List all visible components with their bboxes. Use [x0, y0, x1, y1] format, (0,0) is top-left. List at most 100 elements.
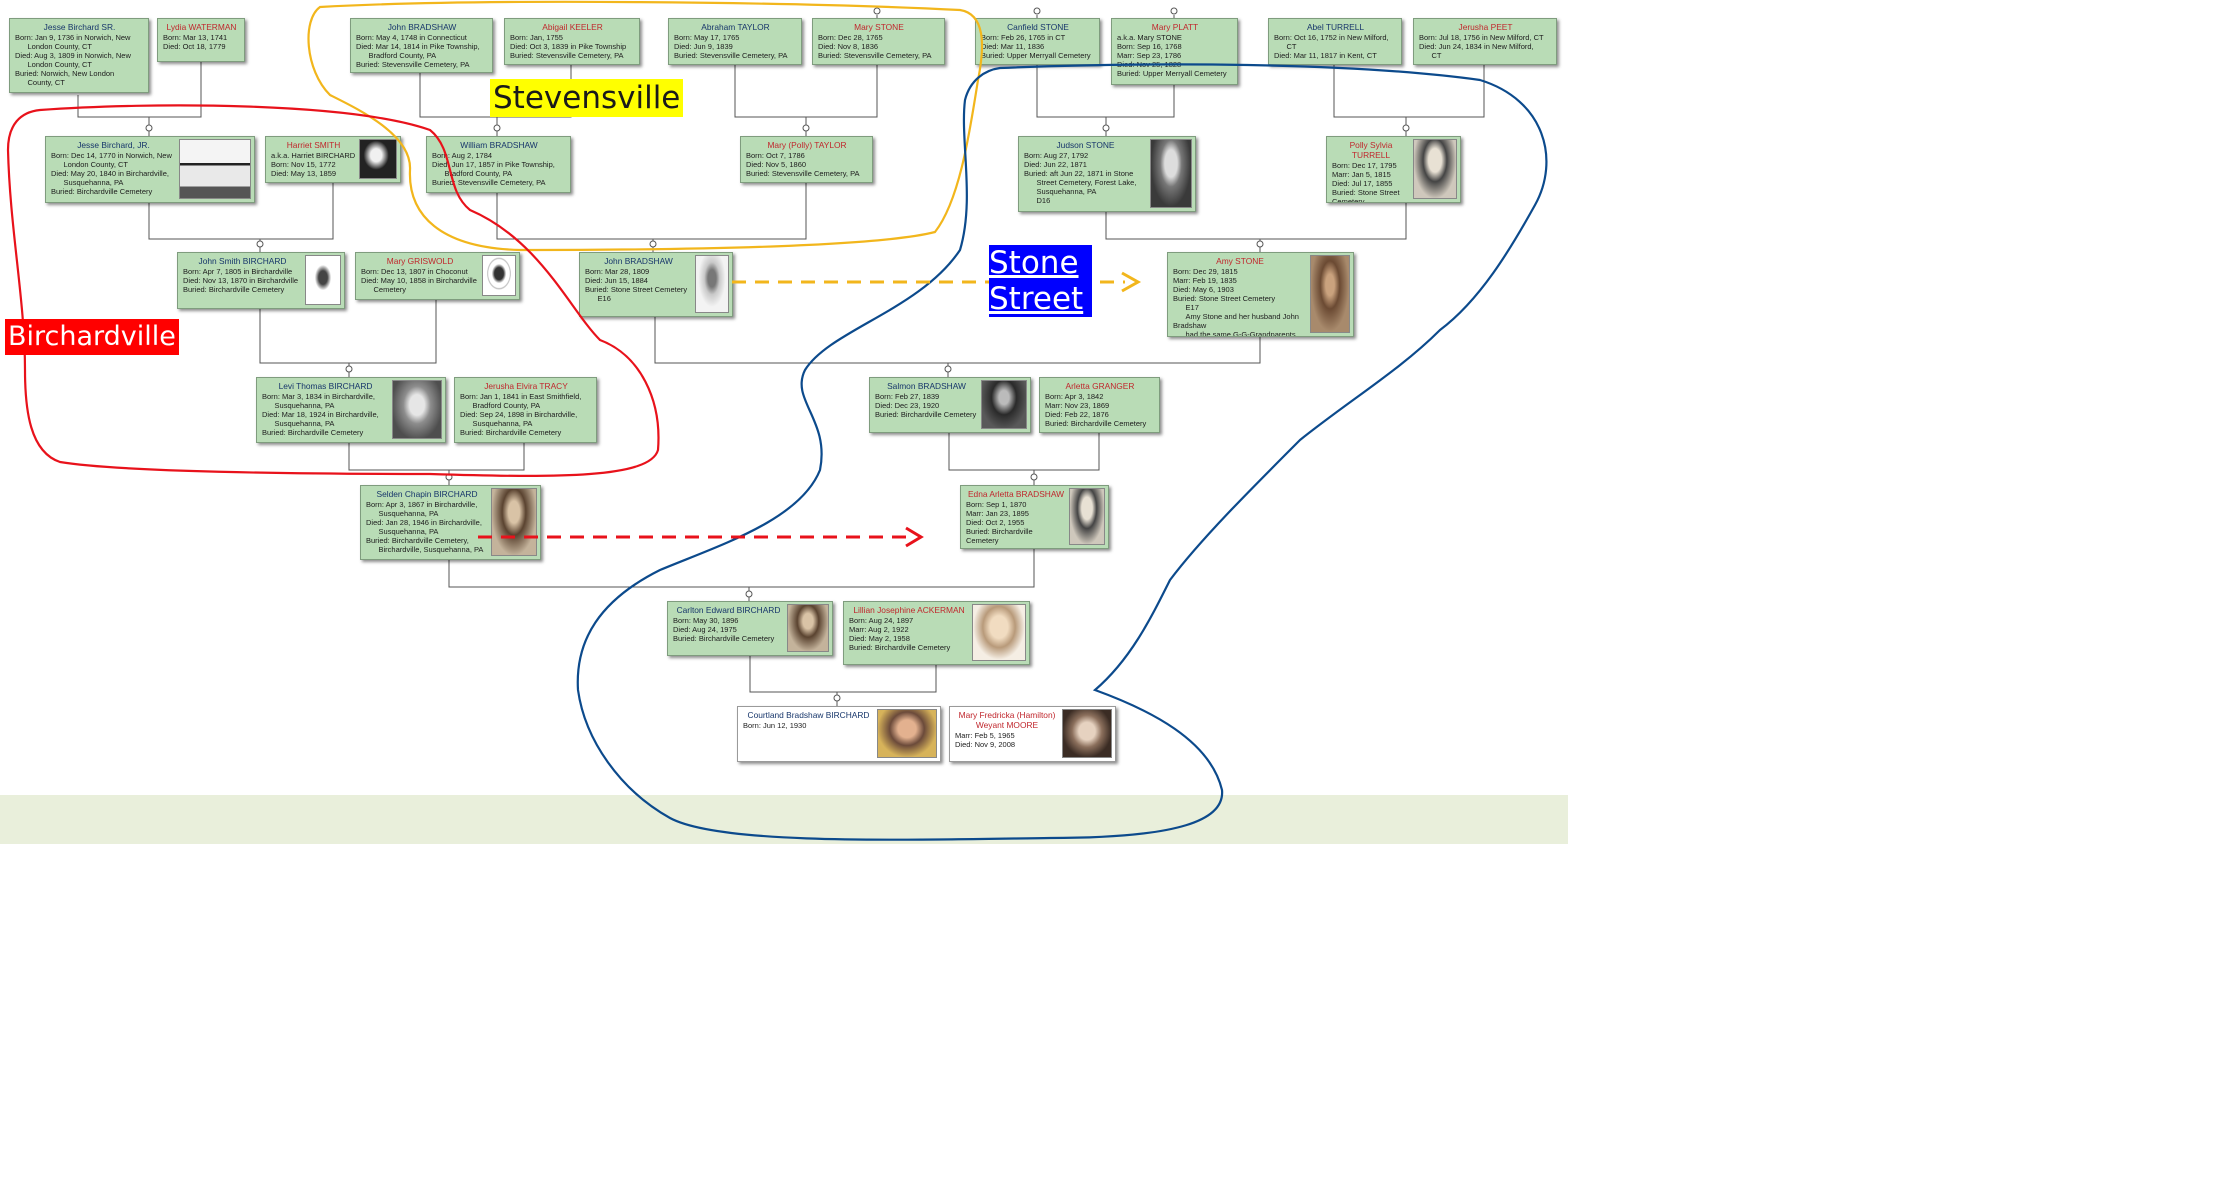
person-photo: [695, 255, 729, 313]
person-photo: [1069, 488, 1105, 545]
person-name: Levi Thomas BIRCHARD: [278, 381, 373, 391]
person-photo: [1310, 255, 1350, 333]
person-name: Lydia WATERMAN: [166, 22, 237, 32]
connector-node: [145, 124, 153, 132]
person-detail-line: Born: Oct 16, 1752 in New Milford,: [1274, 33, 1389, 42]
person-detail-line: Bradford County, PA: [356, 51, 437, 60]
person-detail-line: Buried: Stevensville Cemetery, PA: [510, 51, 624, 60]
person-detail-line: Marr: Feb 19, 1835: [1173, 276, 1237, 285]
person-detail-line: Born: Aug 24, 1897: [849, 616, 914, 625]
person-detail-line: Marr: Feb 5, 1965: [955, 731, 1015, 740]
person-detail-line: Born: Jan 9, 1736 in Norwich, New: [15, 33, 131, 42]
person-detail-line: Born: Nov 15, 1772: [271, 160, 336, 169]
person-detail-line: Buried: Stone Street Cemetery: [1173, 294, 1276, 303]
person-detail-line: Born: Mar 13, 1741: [163, 33, 228, 42]
person-detail-line: Buried: Upper Merryall Cemetery: [981, 51, 1091, 60]
connector-bradshaw-gen2: [496, 183, 807, 240]
person-detail-line: Died: Dec 23, 1920: [875, 401, 940, 410]
person-name: Mary Fredricka (Hamilton) Weyant MOORE: [958, 710, 1056, 730]
person-detail-line: Died: Mar 14, 1814 in Pike Township,: [356, 42, 480, 51]
connector-birchard-gen2: [148, 183, 334, 240]
person-detail-line: Died: Oct 3, 1839 in Pike Township: [510, 42, 627, 51]
person-detail-line: E17: [1173, 303, 1199, 312]
person-detail-line: Buried: Birchardville Cemetery: [460, 428, 562, 437]
person-detail-line: Buried: Upper Merryall Cemetery: [1117, 69, 1227, 78]
person-detail-line: Born: Jul 18, 1756 in New Milford, CT: [1419, 33, 1544, 42]
person-detail-line: Susquehanna, PA: [262, 401, 335, 410]
person-detail-line: Died: Nov 8, 1836: [818, 42, 879, 51]
annotation-overlay: [6, 0, 1548, 841]
person-photo: [981, 380, 1027, 429]
person-detail-line: Marr: Sep 23, 1786: [1117, 51, 1182, 60]
connector-birchard-gen4: [348, 443, 525, 471]
person-detail-line: Buried: Stevensville Cemetery, PA: [674, 51, 788, 60]
person-name: Jerusha Elvira TRACY: [484, 381, 568, 391]
connector-node: [1033, 7, 1041, 15]
person-detail-line: Susquehanna, PA: [460, 419, 533, 428]
person-detail-line: Marr: Jan 5, 1815: [1332, 170, 1391, 179]
person-detail-line: Bradford County, PA: [432, 169, 513, 178]
connector-node: [802, 124, 810, 132]
footer-band: [0, 795, 1568, 844]
person-detail-line: Born: Mar 28, 1809: [585, 267, 650, 276]
person-detail-line: Died: May 20, 1840 in Birchardville,: [51, 169, 169, 178]
person-detail-line: Born: Dec 14, 1770 in Norwich, New: [51, 151, 172, 160]
person-detail-line: Bradford County, PA: [460, 401, 541, 410]
person-detail-line: Died: Sep 24, 1898 in Birchardville,: [460, 410, 578, 419]
connector-turrell-gen1: [1333, 65, 1485, 118]
person-detail-line: Born: Dec 29, 1815: [1173, 267, 1238, 276]
person-detail-line: Marr: Jan 23, 1895: [966, 509, 1029, 518]
person-name: Harriet SMITH: [286, 140, 341, 150]
birchardville-label: Birchardville: [5, 319, 179, 355]
connector-birchard-gen3: [259, 300, 437, 364]
person-detail-line: Died: Mar 11, 1817 in Kent, CT: [1274, 51, 1377, 60]
person-photo: [482, 255, 516, 296]
person-detail-line: Susquehanna, PA: [51, 178, 124, 187]
person-photo: [359, 139, 397, 179]
person-detail-line: a.k.a. Mary STONE: [1117, 33, 1182, 42]
person-photo: [179, 139, 251, 199]
person-name: Mary GRISWOLD: [386, 256, 454, 266]
person-card-jesse-jr[interactable]: Jesse Birchard, JR.Born: Dec 14, 1770 in…: [45, 136, 255, 203]
selden-to-edna-arrow: [478, 526, 924, 548]
person-detail-line: Buried: Norwich, New London: [15, 69, 115, 78]
person-card-jesse-sr[interactable]: Jesse Birchard SR.Born: Jan 9, 1736 in N…: [9, 18, 149, 93]
person-name: Jesse Birchard SR.: [43, 22, 116, 32]
person-detail-line: Died: Jun 22, 1871: [1024, 160, 1087, 169]
family-tree-diagram: Jesse Birchard SR.Born: Jan 9, 1736 in N…: [0, 0, 1568, 844]
person-detail-line: Buried: Birchardville Cemetery: [849, 643, 951, 652]
stone-street-label: Stone Street: [989, 245, 1092, 317]
person-detail-line: CT: [1274, 42, 1297, 51]
person-detail-line: Born: Feb 27, 1839: [875, 392, 940, 401]
connector-node: [649, 240, 657, 248]
person-detail-line: Marr: Aug 2, 1922: [849, 625, 909, 634]
person-name: Lillian Josephine ACKERMAN: [853, 605, 965, 615]
